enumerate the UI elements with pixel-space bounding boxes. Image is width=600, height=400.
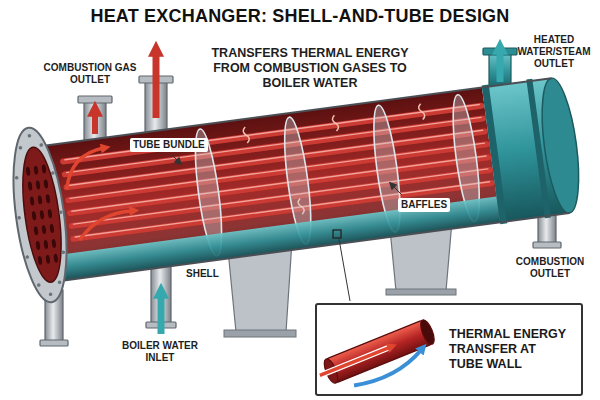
- tube-sheet-flange-part-part: [43, 179, 48, 188]
- leader-line: [172, 155, 181, 164]
- tube-section-part: [320, 347, 390, 375]
- tube-sheet-flange-part-part: [39, 143, 43, 147]
- leader-line: [339, 239, 350, 301]
- tube-sheet-flange: [5, 125, 76, 306]
- tube-sheet-flange-part: [26, 164, 59, 265]
- tube-sheet-flange-part-part: [37, 195, 42, 204]
- tube-sheet-flange-part-part: [58, 280, 62, 284]
- part-label: SHELL: [186, 268, 219, 280]
- tube-sheet-flange-part-part: [51, 239, 56, 248]
- inset-caption: THERMAL ENERGY TRANSFER AT TUBE WALL: [449, 327, 573, 372]
- tube-sheet-flange-part-part: [31, 211, 36, 220]
- part-label: COMBUSTION GAS OUTLET: [30, 62, 150, 86]
- tube-sheet-flange-part-part: [15, 176, 19, 180]
- shell-body: [5, 56, 588, 305]
- tube-bundle-part: [72, 156, 486, 211]
- tube-sheet-flange-part-part: [49, 292, 53, 296]
- gas-flow-arrow: [153, 52, 160, 118]
- heat-wave-part: [418, 103, 425, 120]
- gas-flow-arrow-part: [77, 211, 135, 240]
- tube-sheet-flange-part-part: [35, 180, 40, 189]
- tube-sheet-flange-part-part: [37, 283, 41, 287]
- tube-sheet-flange-part-part: [51, 171, 55, 175]
- water-flow-arrow: [497, 50, 504, 82]
- saddle-support-part: [224, 330, 296, 337]
- tube-sheet-flange-part-part: [33, 165, 38, 174]
- drain-nozzle-part: [40, 340, 68, 346]
- gas-flow-arrow: [62, 145, 135, 240]
- part-label: BOILER WATER INLET: [110, 340, 210, 364]
- diagram-title: HEAT EXCHANGER: SHELL-AND-TUBE DESIGN: [0, 6, 600, 27]
- tube-sheet-flange-part-part: [43, 240, 48, 249]
- water-flow-arrow: [158, 294, 165, 334]
- tube-sheet-flange-part-part: [39, 210, 44, 219]
- shell-exterior-part: [482, 85, 507, 225]
- tube-sheet-flange-part-part: [26, 166, 31, 175]
- tube-sheet-flange-part-part: [47, 209, 52, 218]
- heat-wave-part: [243, 127, 250, 144]
- tube-section-part: [320, 347, 390, 375]
- tube-sheet-flange-part-part: [61, 250, 65, 254]
- subtitle: TRANSFERS THERMAL ENERGY FROM COMBUSTION…: [205, 46, 415, 91]
- tube-sheet-flange-part-part: [35, 241, 40, 250]
- tube-section-part: [351, 350, 426, 389]
- tube-sheet-flange-part-part: [28, 181, 33, 190]
- shell-exterior-part: [536, 76, 586, 215]
- shell-exterior: [482, 74, 586, 224]
- saddle-support-part: [386, 289, 456, 295]
- tube-sheet-flange-part-part: [33, 226, 38, 235]
- combustion-outlet-nozzle-part: [533, 242, 561, 248]
- tube-sheet-flange-part-part: [37, 256, 42, 265]
- part-label: COMBUSTION OUTLET: [505, 256, 595, 280]
- part-label: BAFFLES: [398, 198, 450, 212]
- gas-outlet-nozzle-part: [78, 96, 112, 103]
- tube-section-part: [418, 318, 437, 346]
- tube-sheet-flange-part-part: [45, 255, 50, 264]
- gas-flow-arrow-part: [62, 148, 108, 189]
- tube-sheet-flange-part-part: [17, 216, 21, 220]
- heat-wave-part: [332, 115, 339, 132]
- tube-sheet-flange-part-part: [49, 224, 54, 233]
- tube-sheet-flange-part-part: [29, 196, 34, 205]
- tube-sheet-flange-part-part: [59, 210, 63, 214]
- water-jacket: [46, 196, 500, 282]
- tube-sheet-flange-part: [16, 145, 68, 284]
- detail-marker: [333, 230, 341, 238]
- tube-sheet-flange-part-part: [27, 134, 31, 138]
- tube-wall-illustration: [317, 305, 445, 394]
- tube-sheet-flange-part-part: [41, 164, 46, 173]
- tube-sheet-flange-part-part: [41, 225, 46, 234]
- tube-sheet-flange-part: [7, 131, 74, 299]
- part-label: HEATED WATER/STEAM OUTLET: [514, 34, 594, 70]
- tube-sheet-flange-part-part: [25, 255, 29, 259]
- tube-sheet-flange-part-part: [18, 146, 22, 150]
- tube-bundle-part: [70, 157, 488, 213]
- tube-sheet-flange-part-part: [53, 254, 58, 263]
- shell-outline: [31, 78, 569, 282]
- tube-sheet-flange-part: [5, 125, 76, 306]
- tube-sheet-flange-part-part: [45, 194, 50, 203]
- detail-inset-box: THERMAL ENERGY TRANSFER AT TUBE WALL: [315, 303, 583, 396]
- gas-flow-arrow: [92, 112, 98, 134]
- tube-section: [317, 318, 442, 394]
- part-label: TUBE BUNDLE: [130, 138, 208, 152]
- leader-line: [390, 183, 402, 195]
